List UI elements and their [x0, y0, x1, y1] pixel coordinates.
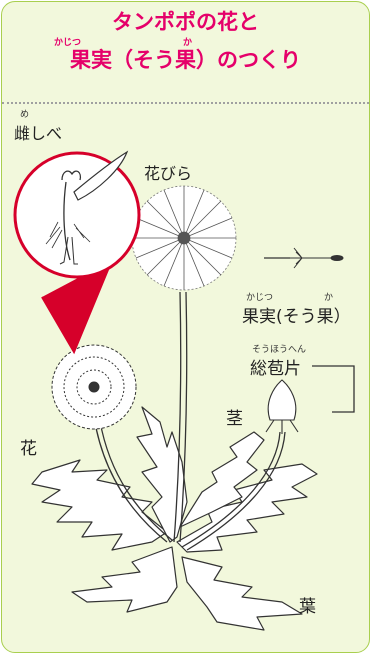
leaf-center [136, 406, 188, 543]
seed [290, 247, 344, 269]
stem-bud-b [186, 431, 286, 551]
label-fruit: 果実(そう果） [242, 307, 351, 327]
fruit-ruby-kajitsu: かじつ [246, 293, 274, 303]
pistil-callout [13, 150, 141, 355]
stem-seedhead-a [173, 291, 182, 543]
leaf-right-lower [181, 556, 303, 631]
involucre-ruby: そうほうへん [252, 345, 307, 355]
label-stem: 茎 [226, 409, 243, 429]
fruit-ruby-ka: か [324, 293, 334, 303]
seed-head [131, 185, 237, 291]
title-ruby-ka: か [183, 38, 193, 48]
title-ruby-kajitsu: かじつ [54, 38, 82, 48]
title-line-1: タンポポの花と [112, 10, 259, 34]
involucre-bracket [312, 365, 355, 413]
label-petal: 花びら [144, 164, 193, 183]
leaf-left-lower [71, 546, 178, 613]
label-pistil: 雌しべ [14, 124, 63, 143]
label-leaf: 葉 [299, 597, 316, 617]
leaf-rosette [31, 406, 318, 631]
stem-bud-a [181, 431, 281, 548]
pistil-ruby: め [20, 110, 30, 120]
stem-seedhead-b [179, 291, 188, 543]
label-involucre: 総苞片 [250, 359, 301, 379]
leaf-back-right [179, 431, 265, 528]
leaf-left [31, 459, 168, 551]
flower-head [51, 344, 137, 430]
label-flower: 花 [20, 439, 37, 459]
title-line-2: 果実（そう果）のつくり [70, 48, 301, 72]
figure-title: タンポポの花と 果実（そう果）のつくり [2, 10, 369, 72]
flower-bud [265, 379, 299, 434]
title-divider [2, 102, 369, 104]
